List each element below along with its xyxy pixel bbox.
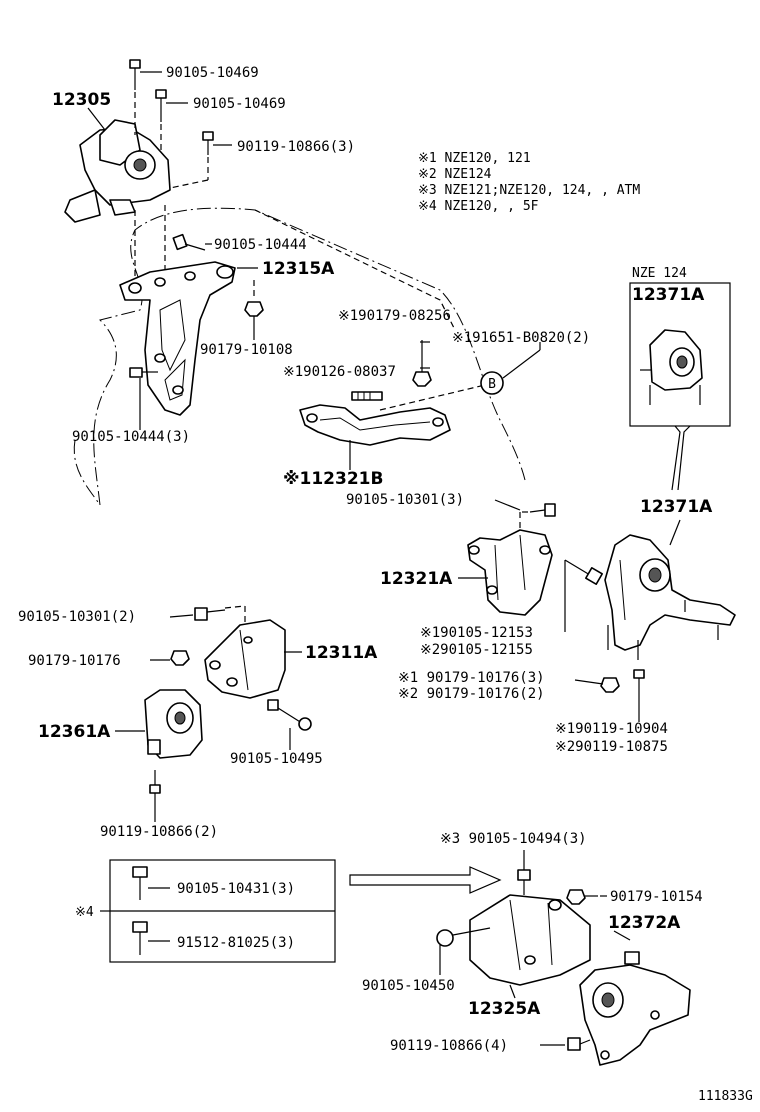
bracket-12321B (299, 404, 451, 446)
bolt-90179-10154 (566, 889, 598, 905)
bolt-90105-10450 (436, 927, 491, 947)
variant-note-4: ※4 NZE120, , 5F (418, 199, 539, 214)
label-90105-10450: 90105-10450 (362, 978, 455, 994)
label-90105-10301-3: 90105-10301(3) (346, 492, 464, 508)
bolt-90119-10904 (633, 669, 645, 700)
label-91512-81025-3: 91512-81025(3) (177, 935, 295, 951)
nut-90179-10176-a (170, 650, 190, 666)
label-12321A: 12321A (380, 569, 453, 589)
label-90105-10444-3: 90105-10444(3) (72, 429, 190, 445)
bolt-90119-10866-4 (540, 1037, 591, 1051)
label-90105-12153: ※190105-12153 (420, 625, 533, 641)
label-90105-10431-3: 90105-10431(3) (177, 881, 295, 897)
variant-notes: ※1 NZE120, 121 ※2 NZE124 ※3 NZE121;NZE12… (418, 151, 640, 214)
bolt-icon-90105-10431 (132, 866, 148, 900)
label-90179-10108: 90179-10108 (200, 342, 293, 358)
bolt-90105-10301-3 (519, 503, 556, 530)
inset-nze124: NZE 124 (629, 266, 731, 491)
bolt-90105-10469-b (155, 89, 167, 150)
bracket-12321A (467, 529, 553, 616)
label-90119-10866-3: 90119-10866(3) (237, 139, 355, 155)
variant-legend-box: ※4 (75, 859, 336, 963)
label-90119-10904: ※190119-10904 (555, 721, 668, 737)
label-12311A: 12311A (305, 643, 378, 663)
bolt-90119-10866-3 (169, 131, 214, 189)
bolt-90119-10866-2 (149, 770, 161, 815)
bracket-12315A (119, 261, 236, 416)
figure-code: 111833G (698, 1089, 753, 1104)
label-90105-10444: 90105-10444 (214, 237, 307, 253)
label-12372A: 12372A (608, 913, 681, 933)
label-91651-B0820: ※191651-B0820(2) (452, 330, 590, 346)
label-90179-08256: ※190179-08256 (338, 308, 451, 324)
inset-title: NZE 124 (632, 266, 687, 281)
engine-mount-12305 (64, 119, 171, 223)
label-12371A: 12371A (640, 497, 713, 517)
label-12315A: 12315A (262, 259, 335, 279)
bracket-12325A (469, 894, 591, 986)
label-90119-10875: ※290119-10875 (555, 739, 668, 755)
label-12321B: ※112321B (283, 469, 383, 489)
nut-90179-10176-b (600, 677, 620, 693)
bolt-90105-10301-2 (194, 605, 246, 625)
label-90105-10301-2: 90105-10301(2) (18, 609, 136, 625)
bracket-12311A (204, 619, 286, 699)
label-90179-10154: 90179-10154 (610, 889, 703, 905)
label-90179-10176-3: ※1 90179-10176(3) (398, 670, 545, 686)
label-90126-08037: ※190126-08037 (283, 364, 396, 380)
legend-marker: ※4 (75, 905, 94, 920)
callout-b-letter: B (488, 377, 496, 392)
label-90179-10176-2: ※2 90179-10176(2) (398, 686, 545, 702)
bolt-90105-10495 (267, 699, 312, 731)
label-12305: 12305 (52, 90, 111, 110)
leader-lines (87, 71, 681, 999)
label-90105-12155: ※290105-12155 (420, 642, 533, 658)
engine-mount-12361A (144, 689, 203, 759)
nut-90179-10108 (244, 280, 264, 317)
part-labels: 12305 90105-10469 90105-10469 90119-1086… (18, 65, 753, 1104)
label-12361A: 12361A (38, 722, 111, 742)
callout-b: B (480, 349, 541, 395)
bolt-90105-12153 (564, 559, 603, 585)
variant-note-1: ※1 NZE120, 121 (418, 151, 531, 166)
engine-mount-12372A (579, 951, 691, 1066)
label-90179-10176: 90179-10176 (28, 653, 121, 669)
engine-outline (73, 207, 526, 506)
arrow-right-icon (349, 866, 502, 894)
label-90105-10495: 90105-10495 (230, 751, 323, 767)
bolt-90105-10444 (172, 233, 206, 251)
label-90119-10866-4: 90119-10866(4) (390, 1038, 508, 1054)
nut-90179-08256 (412, 340, 432, 387)
label-12325A: 12325A (468, 999, 541, 1019)
bolt-icon-91512-81025 (132, 921, 148, 955)
label-90105-10469-a: 90105-10469 (166, 65, 259, 81)
label-90105-10469-b: 90105-10469 (193, 96, 286, 112)
stud-90126-08037 (351, 391, 383, 401)
bolt-90105-10494-3 (517, 850, 531, 895)
label-12371A-inset: 12371A (632, 285, 705, 305)
variant-note-3: ※3 NZE121;NZE120, 124, , ATM (418, 183, 640, 198)
engine-mount-12371A (604, 534, 736, 660)
bolt-90105-10444-3 (129, 367, 158, 420)
label-90105-10494-3: ※3 90105-10494(3) (440, 831, 587, 847)
bolt-90105-10469-a (129, 59, 141, 135)
label-90119-10866-2: 90119-10866(2) (100, 824, 218, 840)
variant-note-2: ※2 NZE124 (418, 167, 492, 182)
